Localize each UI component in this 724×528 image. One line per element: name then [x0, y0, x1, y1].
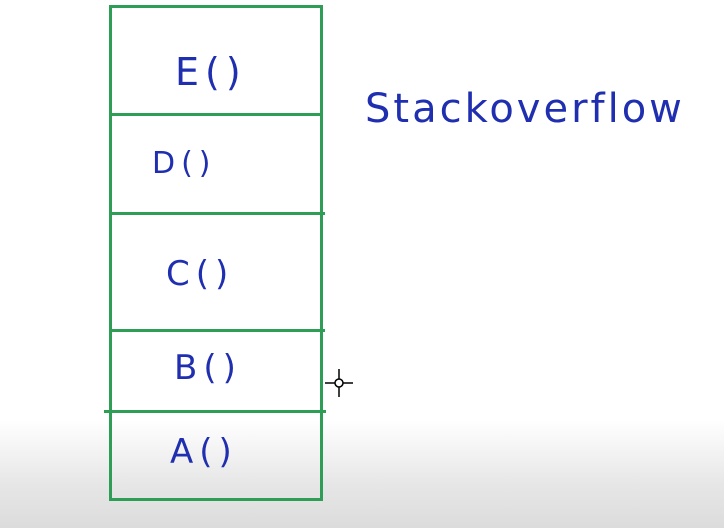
stack-frame-label-b: B()	[174, 348, 242, 388]
stack-frame-label-e: E()	[175, 50, 247, 94]
stack-divider	[109, 329, 325, 332]
stack-frame-label-a: A()	[170, 432, 238, 472]
stack-divider	[109, 212, 325, 215]
call-stack-box	[109, 5, 323, 501]
stack-divider	[104, 410, 326, 413]
crosshair-cursor-icon	[325, 369, 353, 397]
stack-divider	[109, 113, 323, 116]
stack-frame-label-d: D()	[152, 146, 217, 181]
stack-frame-label-c: C()	[166, 254, 235, 294]
stackoverflow-note: Stackoverflow	[365, 86, 685, 132]
bottom-shadow	[0, 420, 724, 528]
